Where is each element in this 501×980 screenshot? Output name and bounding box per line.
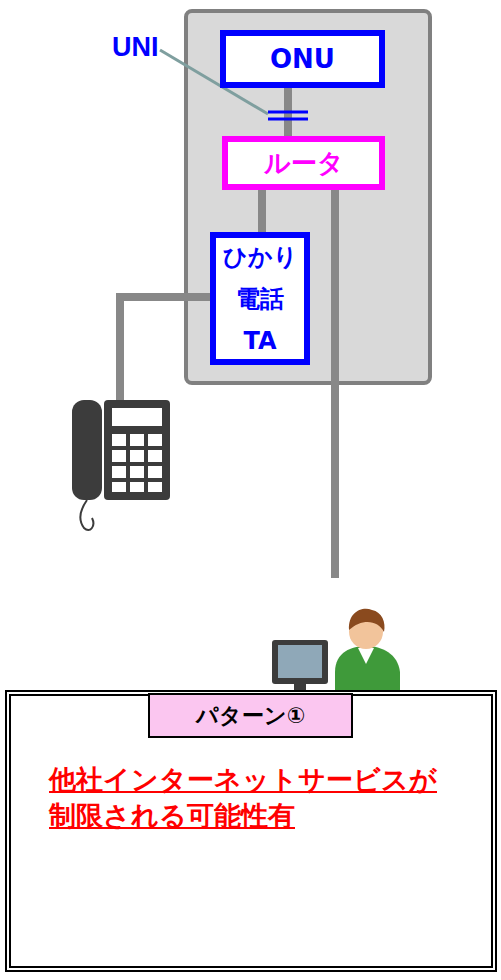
enclosure bbox=[186, 11, 430, 383]
uni-marker bbox=[268, 112, 308, 119]
lan-cable bbox=[331, 190, 339, 578]
phone-cable bbox=[120, 297, 210, 402]
ta-box: ひかり 電話 TA bbox=[210, 232, 310, 365]
node-text: ONU bbox=[270, 44, 335, 74]
pc-user-icon bbox=[272, 609, 400, 696]
node-text: ルータ bbox=[264, 146, 344, 181]
node-text: パターン① bbox=[196, 701, 306, 731]
onu-box: ONU bbox=[220, 30, 385, 88]
cable-connector bbox=[258, 190, 266, 232]
telephone-icon bbox=[72, 400, 170, 530]
pattern-tab: パターン① bbox=[148, 693, 353, 738]
node-text: 他社インターネットサービスが 制限される可能性有 bbox=[49, 762, 449, 834]
node-text: ひかり 電話 TA bbox=[221, 236, 299, 362]
cable-connector bbox=[284, 88, 292, 136]
router-box: ルータ bbox=[222, 136, 385, 190]
interface-label: UNI bbox=[112, 32, 159, 63]
pattern-box: 他社インターネットサービスが 制限される可能性有 パターン① bbox=[5, 690, 497, 972]
